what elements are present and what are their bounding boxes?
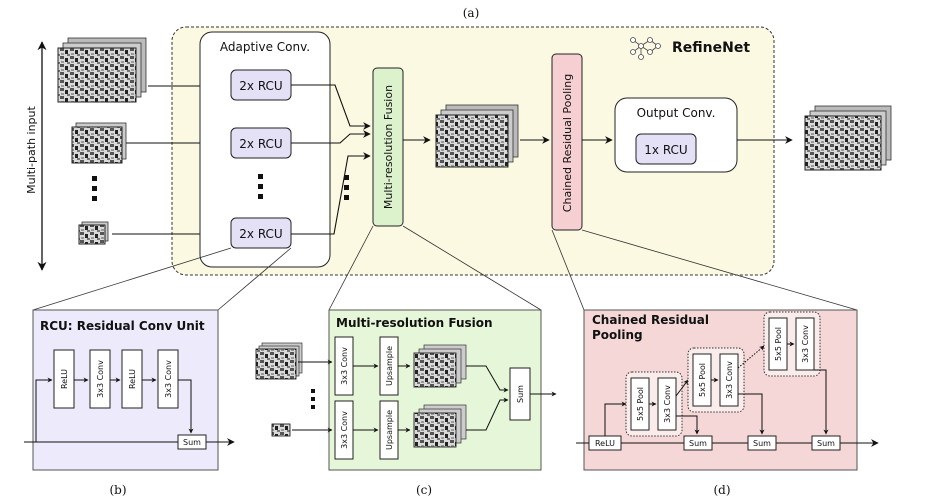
zoom-connectors [32, 225, 858, 311]
arrow-rcu-2 [291, 130, 371, 144]
output-conv-title: Output Conv. [637, 106, 716, 120]
fusion-upsample-2: Upsample [385, 410, 394, 450]
feature-map-image-icon [78, 221, 109, 245]
caption-a: (a) [463, 6, 480, 20]
arrow-rcu-3 [291, 152, 371, 235]
crp-pool-2: 5x5 Pool [698, 363, 707, 397]
rcu-conv-1: 3x3 Conv [96, 360, 105, 398]
chained-residual-pooling-label: Chained Residual Pooling [561, 74, 574, 212]
feature-map-image-icon [71, 122, 127, 164]
caption-b: (b) [109, 483, 126, 497]
feature-map-image-icon [271, 423, 291, 437]
feature-map-image-icon [255, 342, 303, 380]
crp-sum-1: Sum [689, 439, 707, 448]
crp-pool-3: 5x5 Pool [774, 327, 783, 361]
rcu-block-3-label: 2x RCU [239, 227, 282, 241]
ellipsis-dots [258, 174, 263, 199]
rcu-block-3 [230, 217, 292, 249]
multi-path-input-label: Multi-path input [25, 105, 38, 193]
feature-map-image-icon [57, 37, 147, 103]
refinenet-title: RefineNet [672, 40, 750, 56]
crp-conv-3: 3x3 Conv [801, 325, 810, 363]
crp-conv-2: 3x3 Conv [725, 361, 734, 399]
crp-panel-title-line1: Chained Residual [592, 313, 709, 327]
arrow-rcu-1 [291, 84, 371, 130]
adaptive-conv-title: Adaptive Conv. [220, 40, 310, 54]
rcu-relu-1: ReLU [60, 369, 69, 389]
crp-sum-2: Sum [753, 439, 771, 448]
crp-relu: ReLU [595, 439, 615, 448]
crp-sum-3: Sum [817, 439, 835, 448]
fusion-upsample-1: Upsample [385, 346, 394, 386]
fusion-panel-title: Multi-resolution Fusion [336, 316, 493, 330]
rcu-panel-diagram [24, 349, 235, 450]
ellipsis-dots [92, 176, 97, 201]
rcu-relu-2: ReLU [128, 369, 137, 389]
output-rcu-label: 1x RCU [644, 143, 687, 157]
fusion-conv-1: 3x3 Conv [340, 347, 349, 385]
crp-panel-title-line2: Pooling [592, 328, 643, 342]
multi-res-fusion-label: Multi-resolution Fusion [382, 85, 395, 209]
rcu-sum: Sum [183, 438, 201, 447]
crp-conv-1: 3x3 Conv [663, 385, 672, 423]
feature-map-image-icon [435, 104, 519, 168]
rcu-panel-title: RCU: Residual Conv Unit [40, 319, 205, 333]
fusion-conv-2: 3x3 Conv [340, 411, 349, 449]
caption-c: (c) [416, 483, 432, 497]
fusion-panel-diagram [292, 336, 557, 460]
multi-res-fusion-block [372, 67, 404, 227]
network-graph-icon [630, 37, 661, 60]
ellipsis-dots [311, 389, 315, 409]
rcu-block-2-label: 2x RCU [239, 137, 282, 151]
output-rcu-block [635, 133, 697, 165]
rcu-conv-2: 3x3 Conv [164, 360, 173, 398]
crp-panel-diagram [576, 311, 879, 451]
chained-residual-pooling-block [551, 53, 583, 231]
crp-pool-1: 5x5 Pool [636, 387, 645, 421]
rcu-block-1-label: 2x RCU [239, 79, 282, 93]
caption-d: (d) [713, 483, 730, 497]
ellipsis-dots [344, 175, 349, 200]
fusion-sum: Sum [516, 385, 525, 403]
feature-map-image-icon [804, 105, 892, 171]
